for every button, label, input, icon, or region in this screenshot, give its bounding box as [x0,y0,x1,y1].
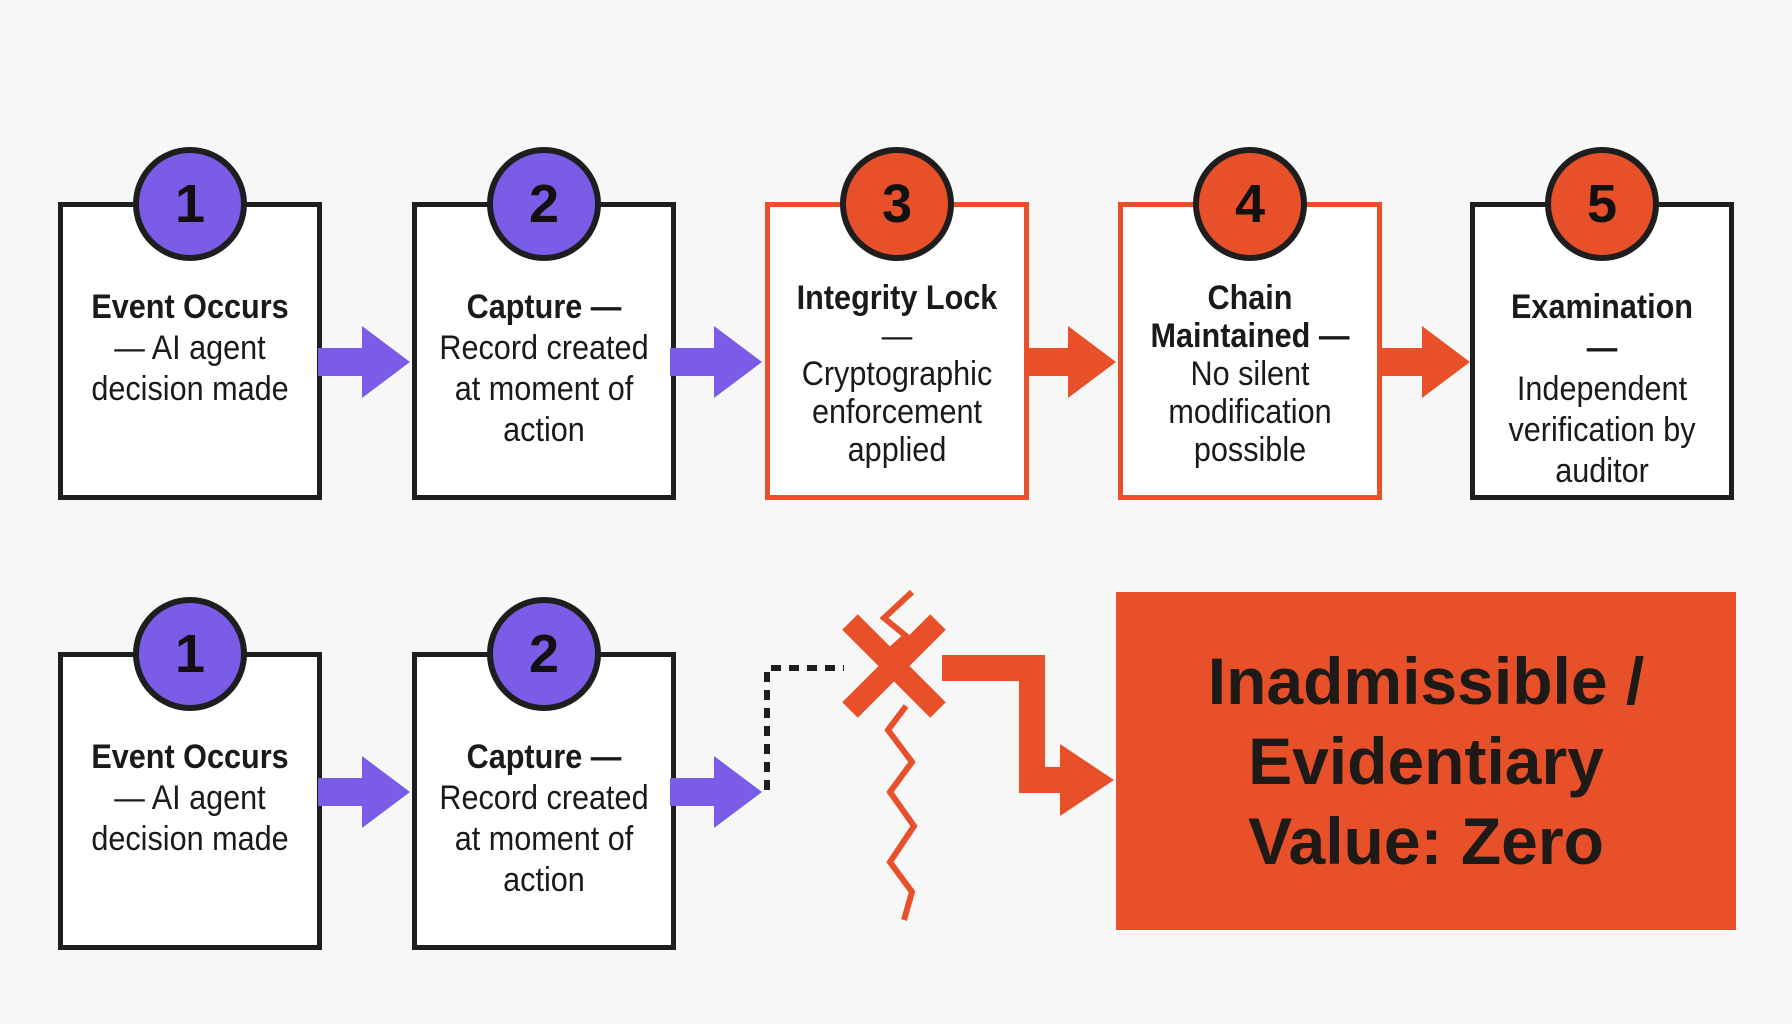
purple-arrow-icon [318,326,410,398]
purple-arrow-icon [670,326,762,398]
step-title: Examination — [1511,288,1693,367]
step-box-4: 4 Chain Maintained — No silent modificat… [1118,147,1382,500]
step-number-badge: 3 [840,147,954,261]
zigzag-break-icon [879,589,915,655]
step-number-badge: 1 [133,597,247,711]
purple-arrow-icon [670,756,762,828]
step-text: Event Occurs — AI agent decision made [83,287,297,481]
step-title: Integrity Lock [796,279,998,317]
step-text: Integrity Lock — Cryptographic enforceme… [790,279,1004,481]
orange-arrow-icon [1380,326,1470,398]
orange-arrow-icon [1026,326,1116,398]
step-number-badge: 5 [1545,147,1659,261]
zigzag-break-icon [884,704,918,921]
step-description: — AI agent decision made [91,329,289,408]
step-box-1: 1 Event Occurs — AI agent decision made [58,147,322,500]
step-number-badge: 1 [133,147,247,261]
step-number-badge: 2 [487,147,601,261]
step-description: Record created at moment of action [439,329,649,449]
step-box-3: 3 Integrity Lock — Cryptographic enforce… [765,147,1029,500]
result-box: Inadmissible / Evidentiary Value: Zero [1116,592,1736,930]
step-box-5: 5 Examination — Independent verification… [1470,147,1734,500]
step-title: Capture — [466,288,622,326]
step-text: Chain Maintained — No silent modificatio… [1143,279,1357,481]
step-box-2: 2 Capture — Record created at moment of … [412,147,676,500]
step-title: Chain Maintained — [1150,279,1350,355]
x-mark-icon [842,614,946,718]
orange-arrow-icon [1060,744,1114,816]
step-text: Event Occurs — AI agent decision made [83,737,297,931]
step-description: Record created at moment of action [439,779,649,899]
purple-arrow-icon [318,756,410,828]
step-description: — Cryptographic enforcement applied [801,317,993,469]
dotted-connector [764,665,844,790]
step-description: Independent verification by auditor [1508,370,1696,490]
orange-connector [942,655,1062,793]
step-text: Examination — Independent verification b… [1495,287,1709,490]
step-description: No silent modification possible [1168,355,1332,469]
step-title: Event Occurs [91,738,289,776]
result-text: Inadmissible / Evidentiary Value: Zero [1207,644,1645,878]
bottom-step-box-1: 1 Event Occurs — AI agent decision made [58,597,322,950]
step-number-badge: 2 [487,597,601,711]
step-title: Capture — [466,738,622,776]
step-number-badge: 4 [1193,147,1307,261]
step-title: Event Occurs [91,288,289,326]
step-text: Capture — Record created at moment of ac… [437,737,651,931]
step-text: Capture — Record created at moment of ac… [437,287,651,481]
step-description: — AI agent decision made [91,779,289,858]
